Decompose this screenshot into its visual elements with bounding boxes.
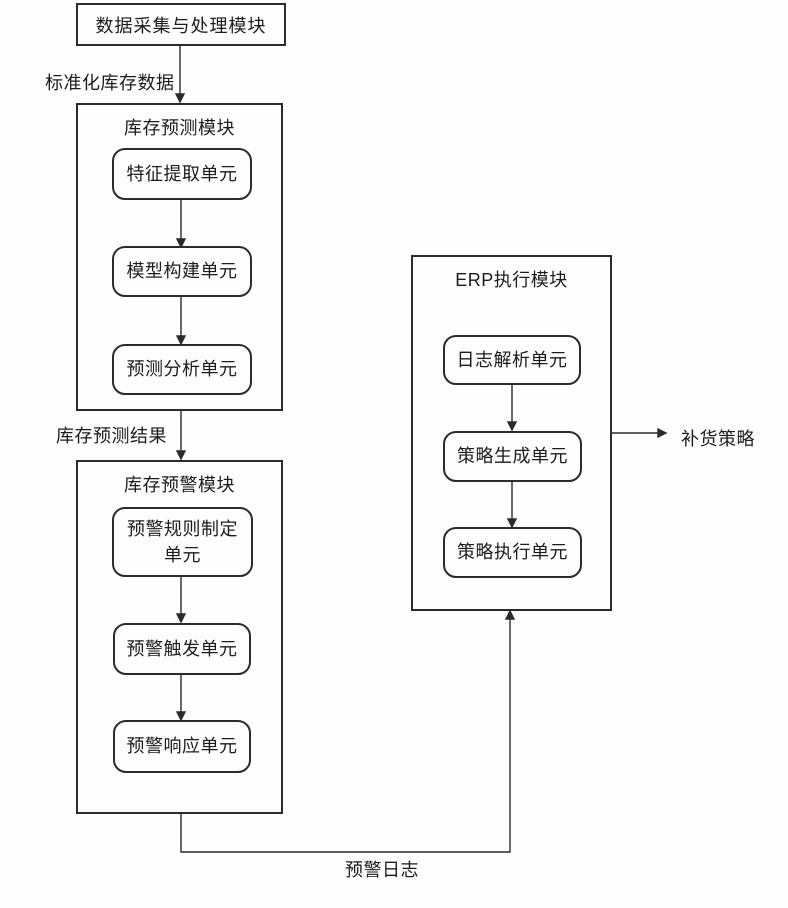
unit-prediction-analysis-label: 预测分析单元 xyxy=(126,359,238,380)
unit-strategy-execution: 策略执行单元 xyxy=(443,527,582,578)
module-inventory-warning-title: 库存预警模块 xyxy=(124,475,235,495)
unit-log-parsing: 日志解析单元 xyxy=(443,335,581,385)
unit-warning-trigger: 预警触发单元 xyxy=(113,623,251,675)
edge-label-standardized-inventory-data: 标准化库存数据 xyxy=(45,73,175,93)
unit-model-building: 模型构建单元 xyxy=(112,246,252,297)
module-erp-execution-title: ERP执行模块 xyxy=(455,270,568,290)
unit-warning-response-label: 预警响应单元 xyxy=(126,736,238,757)
node-data-collection-module: 数据采集与处理模块 xyxy=(76,3,286,46)
module-inventory-prediction-title: 库存预测模块 xyxy=(124,118,235,138)
unit-strategy-generation: 策略生成单元 xyxy=(443,431,582,482)
unit-strategy-generation-label: 策略生成单元 xyxy=(457,446,568,467)
module-inventory-prediction: 库存预测模块 xyxy=(76,103,283,411)
unit-prediction-analysis: 预测分析单元 xyxy=(112,344,252,395)
unit-strategy-execution-label: 策略执行单元 xyxy=(457,542,568,563)
unit-feature-extraction: 特征提取单元 xyxy=(112,148,252,200)
arrowhead-right-icon xyxy=(657,427,668,439)
unit-feature-extraction-label: 特征提取单元 xyxy=(126,163,238,184)
module-inventory-warning: 库存预警模块 xyxy=(76,460,283,814)
unit-warning-rule-formulation: 预警规则制定单元 xyxy=(112,507,253,577)
module-erp-execution: ERP执行模块 xyxy=(411,255,612,611)
unit-warning-trigger-label: 预警触发单元 xyxy=(126,638,238,659)
unit-warning-response: 预警响应单元 xyxy=(113,720,251,773)
arrowhead-down-icon xyxy=(175,450,187,461)
node-data-collection-label: 数据采集与处理模块 xyxy=(95,15,267,36)
unit-model-building-label: 模型构建单元 xyxy=(126,261,238,282)
unit-log-parsing-label: 日志解析单元 xyxy=(456,349,568,370)
arrowhead-down-icon xyxy=(174,93,186,104)
arrowhead-up-icon xyxy=(504,609,516,620)
edge-label-warning-log: 预警日志 xyxy=(345,860,419,880)
edge-label-inventory-prediction-result: 库存预测结果 xyxy=(56,426,167,446)
edge-label-replenishment-strategy: 补货策略 xyxy=(681,429,755,449)
unit-warning-rule-formulation-label: 预警规则制定单元 xyxy=(127,518,238,565)
